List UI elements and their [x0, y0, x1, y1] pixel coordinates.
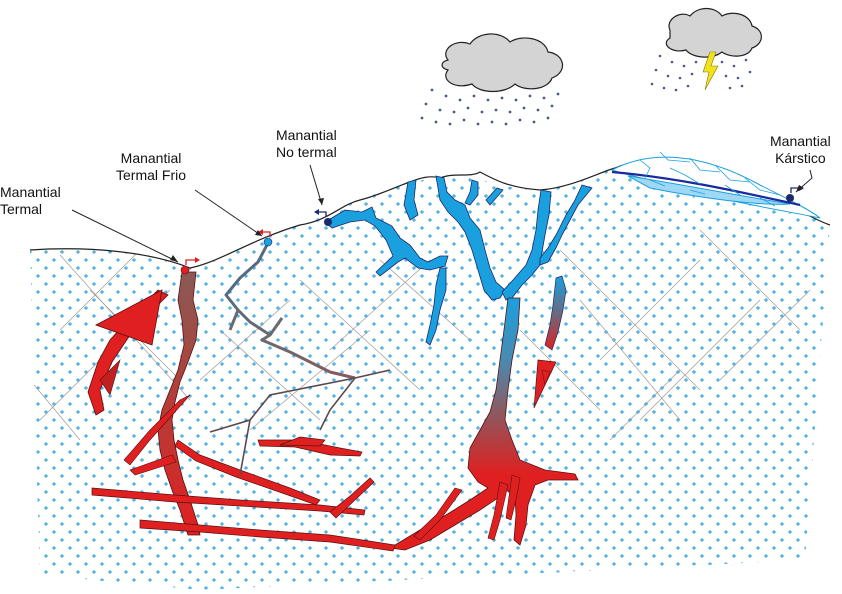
deep-main-conduit [388, 297, 579, 551]
label-no-termal-line1: Manantial [276, 127, 337, 143]
leader-arrowheads [170, 185, 803, 262]
lightning-icon [702, 51, 719, 91]
label-termal-line1: Manantial [0, 184, 61, 200]
cold-thermal-conduit [224, 242, 356, 380]
ascending-flow-arrow [87, 289, 169, 416]
label-termal-line2: Termal [0, 201, 43, 217]
label-manantial-termal-frio: Manantial Termal Frio [116, 150, 186, 184]
label-no-termal-line2: No termal [276, 144, 337, 160]
fracture-network [30, 229, 811, 441]
label-karstico-line1: Manantial [770, 133, 831, 149]
rain-cloud-icon [420, 33, 563, 126]
label-termal-frio-line2: Termal Frio [116, 167, 187, 183]
storm-cloud-icon [650, 7, 762, 92]
karst-limestone [610, 151, 821, 219]
spring-marker-termal [180, 257, 200, 275]
spring-marker-termal-frio [258, 229, 273, 247]
rock-mass [30, 159, 830, 590]
thermal-conduit [123, 271, 201, 536]
descending-flow-arrow [533, 275, 567, 409]
cold-thermal-fractures [209, 369, 391, 476]
spring-marker-no-termal [314, 209, 332, 226]
label-termal-frio-line1: Manantial [120, 150, 182, 166]
cold-water-conduits [324, 175, 593, 346]
label-manantial-termal: Manantial Termal [0, 184, 61, 218]
label-manantial-karstico: Manantial Kárstico [770, 133, 831, 167]
deep-fractures [91, 436, 396, 552]
label-karstico-line2: Kárstico [775, 150, 826, 166]
label-manantial-no-termal: Manantial No termal [276, 127, 337, 161]
